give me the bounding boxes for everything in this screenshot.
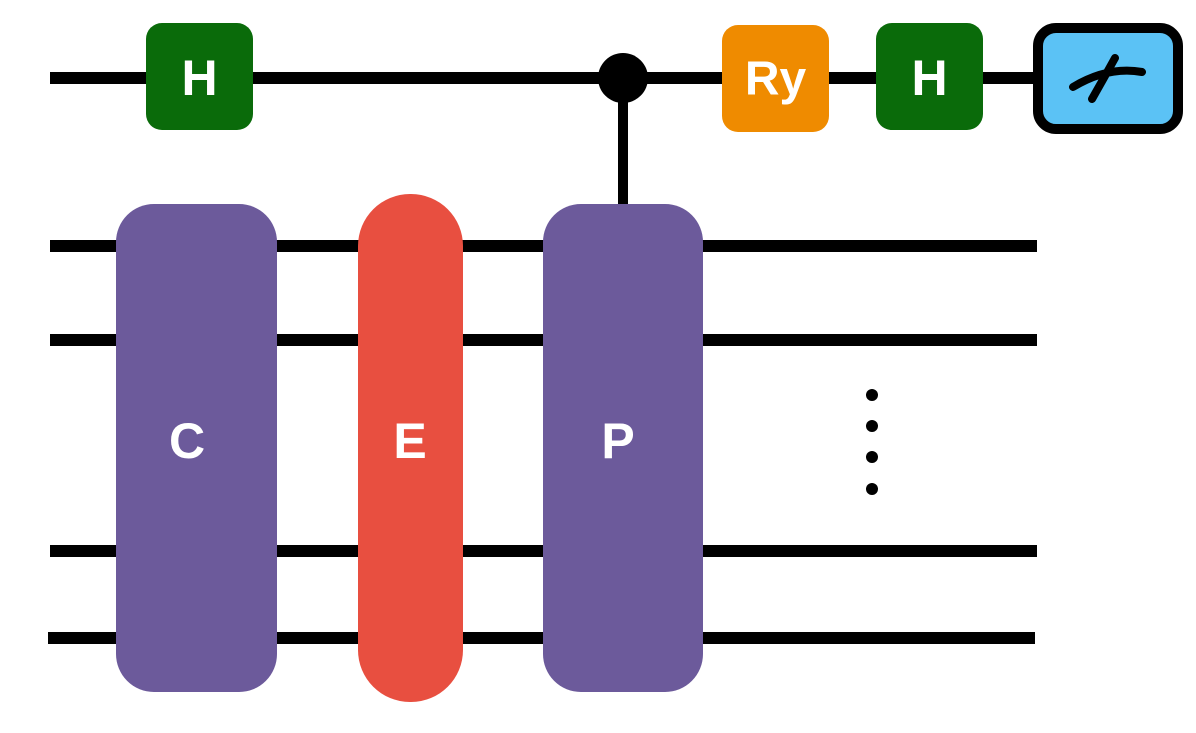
control-dot: [598, 53, 648, 103]
e-block[interactable]: E: [358, 194, 463, 702]
p-block-box: [543, 204, 703, 692]
p-block-label: P: [601, 413, 634, 469]
measurement-gate[interactable]: [1033, 23, 1183, 134]
hadamard-gate-1-label: H: [181, 50, 217, 106]
e-block-label: E: [393, 413, 426, 469]
hadamard-gate-1[interactable]: H: [146, 23, 253, 130]
ry-gate[interactable]: Ry: [722, 25, 829, 132]
ellipsis-dot-2: [866, 420, 878, 432]
ellipsis-dot-4: [866, 483, 878, 495]
hadamard-gate-2[interactable]: H: [876, 23, 983, 130]
c-block-box: [116, 204, 277, 692]
ry-gate-label: Ry: [745, 53, 807, 106]
ellipsis-dot-1: [866, 389, 878, 401]
e-block-box: [358, 194, 463, 702]
c-block[interactable]: C: [116, 204, 277, 692]
hadamard-gate-2-box: [876, 23, 983, 130]
hadamard-gate-1-box: [146, 23, 253, 130]
hadamard-gate-2-label: H: [911, 50, 947, 106]
c-block-label: C: [169, 413, 205, 469]
vertical-ellipsis-icon: [866, 389, 878, 495]
ellipsis-dot-3: [866, 451, 878, 463]
ry-gate-box: [722, 25, 829, 132]
measurement-meter-icon: [1069, 54, 1146, 103]
p-block[interactable]: P: [543, 204, 703, 692]
